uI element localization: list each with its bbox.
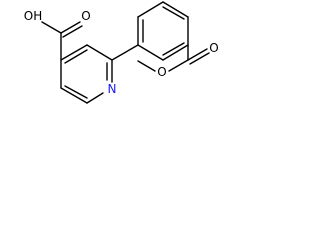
- bond-ring-link: [111, 44, 139, 61]
- bond-c3-c2: [86, 44, 113, 61]
- bond-n-c6: [86, 92, 104, 104]
- bond-b2-b3: [137, 1, 164, 18]
- bond-c6-c5: [60, 87, 88, 104]
- bond-carbonyl-c=o-1: [187, 48, 208, 61]
- ester-o-label: O: [157, 65, 166, 79]
- oh-label: OH: [24, 9, 42, 23]
- methyl-ester-group: O O: [137, 41, 219, 79]
- ester-carbonyl-o-label: O: [209, 41, 218, 55]
- double-bond-c5-c6-inner: [64, 85, 88, 99]
- bond-b6-b1: [137, 44, 164, 61]
- nitrogen-label: N: [108, 82, 117, 96]
- benzene-ring: [137, 1, 189, 61]
- structure-diagram: OH O N O O: [0, 0, 236, 125]
- bond-b5-b6: [162, 44, 189, 61]
- bond-c-o-double-2: [62, 25, 83, 38]
- molecule-canvas: OH O N O O: [24, 1, 219, 104]
- bond-carbonyl-c-o: [168, 59, 189, 72]
- bond-b3-b4: [162, 1, 189, 18]
- bond-carbonyl-c=o-2: [189, 52, 210, 65]
- bond-c-o-double-1: [60, 21, 81, 34]
- carboxylic-acid-group: OH O: [24, 9, 91, 61]
- carbonyl-o-label: O: [81, 9, 90, 23]
- bond-o-methyl: [137, 60, 156, 72]
- bond-c4-c3: [60, 44, 88, 61]
- double-bond-b3-b4-inner: [162, 6, 185, 20]
- bond-c-oh: [41, 21, 62, 34]
- double-bond-c3-c4-inner: [64, 49, 88, 64]
- pyridine-ring: [60, 44, 113, 104]
- double-bond-b5-b6-inner: [162, 42, 185, 56]
